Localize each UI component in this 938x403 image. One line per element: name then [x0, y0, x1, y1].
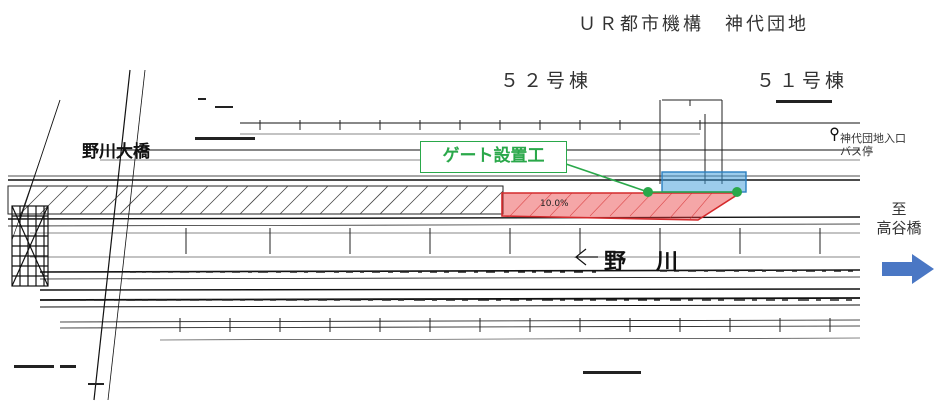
gate-zone-red-hatch: [509, 192, 713, 220]
gate-installation-callout: ゲート設置工: [420, 141, 567, 173]
gate-callout-leader: [565, 163, 742, 197]
organization-title: ＵＲ都市機構 神代団地: [578, 14, 809, 35]
bus-stop-type: バス停: [840, 145, 873, 158]
direction-label: 至 高谷橋: [868, 200, 930, 238]
building-51-label: ５１号棟: [756, 70, 849, 92]
river-name: 野 川: [604, 250, 683, 275]
cad-dash-strips: [60, 270, 853, 301]
station-markers: [179, 99, 831, 332]
cad-small-marks: [14, 98, 832, 385]
grade-label: 10.0%: [540, 199, 569, 209]
bridge-lattice: [11, 205, 49, 287]
location-pin-icon: [830, 127, 839, 141]
bus-stop-name: 神代団地入口: [840, 132, 906, 145]
bridge-name: 野川大橋: [82, 142, 150, 162]
direction-prefix: 至: [891, 200, 907, 218]
river-flow-arrow: [574, 248, 598, 266]
gate-zone-red: [501, 192, 743, 221]
bridge-diagonals: [11, 69, 146, 401]
arrow-right-icon: [882, 254, 934, 284]
direction-destination: 高谷橋: [876, 219, 922, 237]
road-hatch-band: [7, 185, 504, 215]
building-52-label: ５２号棟: [500, 70, 593, 92]
